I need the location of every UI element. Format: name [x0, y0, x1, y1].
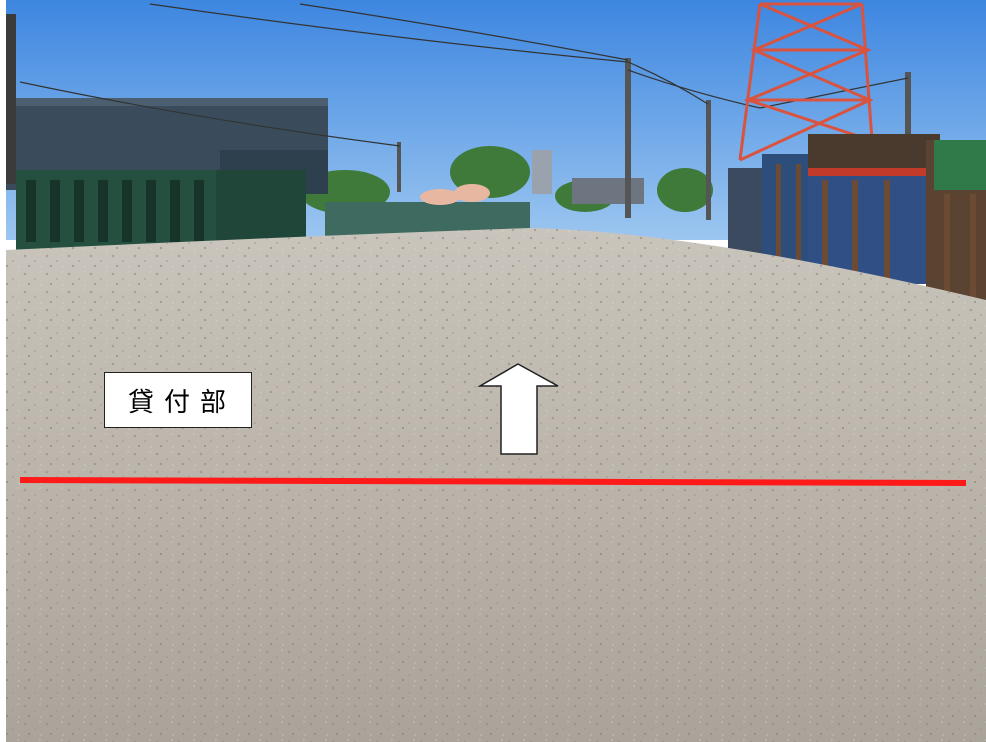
container-left [16, 170, 306, 254]
power-lines [19, 3, 909, 147]
up-arrow-icon [477, 363, 559, 455]
containers-right [728, 134, 986, 306]
tower-building [532, 150, 552, 194]
gravel-texture [6, 228, 986, 742]
boundary-line [19, 477, 967, 486]
far-building [572, 178, 644, 204]
power-poles [6, 14, 911, 220]
lease-area-label: 貸付部 [104, 372, 252, 428]
tarp-bags [420, 184, 490, 205]
transmission-tower [738, 2, 874, 162]
